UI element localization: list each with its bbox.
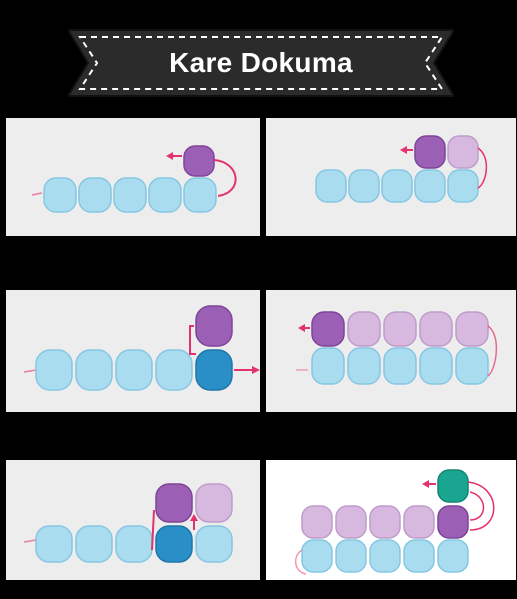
step-4-panel xyxy=(266,290,516,412)
beads-illustration-icon xyxy=(23,483,233,563)
step-6-panel xyxy=(266,460,516,580)
beads-illustration-icon xyxy=(23,305,260,391)
step-1-panel xyxy=(6,118,260,236)
step-5-panel xyxy=(6,460,260,580)
beads-illustration-icon xyxy=(315,135,488,203)
step-3-panel xyxy=(6,290,260,412)
beads-illustration-icon xyxy=(296,311,498,385)
beads-illustration-icon xyxy=(31,145,237,213)
beads-illustration-icon xyxy=(294,469,495,575)
title-banner: Kare Dokuma xyxy=(66,22,456,104)
step-2-panel xyxy=(266,118,516,236)
page-title: Kare Dokuma xyxy=(169,47,353,78)
